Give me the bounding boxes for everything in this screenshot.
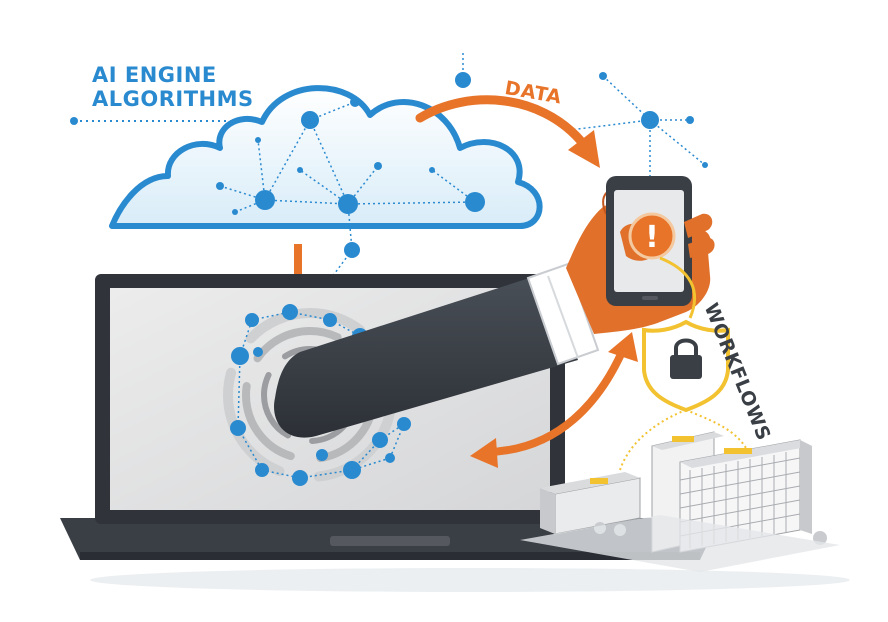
data-arrow-head (568, 130, 600, 168)
sync-arrow-head-bottom (470, 438, 498, 468)
cloud-nodes (216, 97, 485, 258)
sync-arrow-head-top (608, 332, 638, 362)
laptop-trackpad (330, 536, 450, 546)
building-ground (520, 515, 840, 572)
algorithms-label: ALGORITHMS (92, 87, 254, 111)
shield-building-link-1 (619, 409, 687, 471)
screen-nodes (230, 304, 411, 486)
alert-icon (628, 212, 676, 260)
shield-building-link-2 (685, 409, 751, 457)
lock-icon (670, 338, 702, 379)
ground-shadow (90, 568, 850, 592)
data-arrow (415, 95, 585, 145)
workflow-connector (659, 256, 696, 319)
laptop-base-edge (80, 552, 700, 560)
cloud-network (219, 101, 476, 297)
label-leader-dot (70, 117, 78, 125)
shirt-cuff (526, 262, 600, 366)
phone-network-nodes (455, 72, 708, 168)
cloud (109, 85, 543, 229)
ai-engine-label: AI ENGINE (92, 63, 217, 87)
sleeve (274, 272, 578, 438)
sync-arrow (484, 348, 626, 456)
alert-glyph: ! (645, 220, 659, 255)
